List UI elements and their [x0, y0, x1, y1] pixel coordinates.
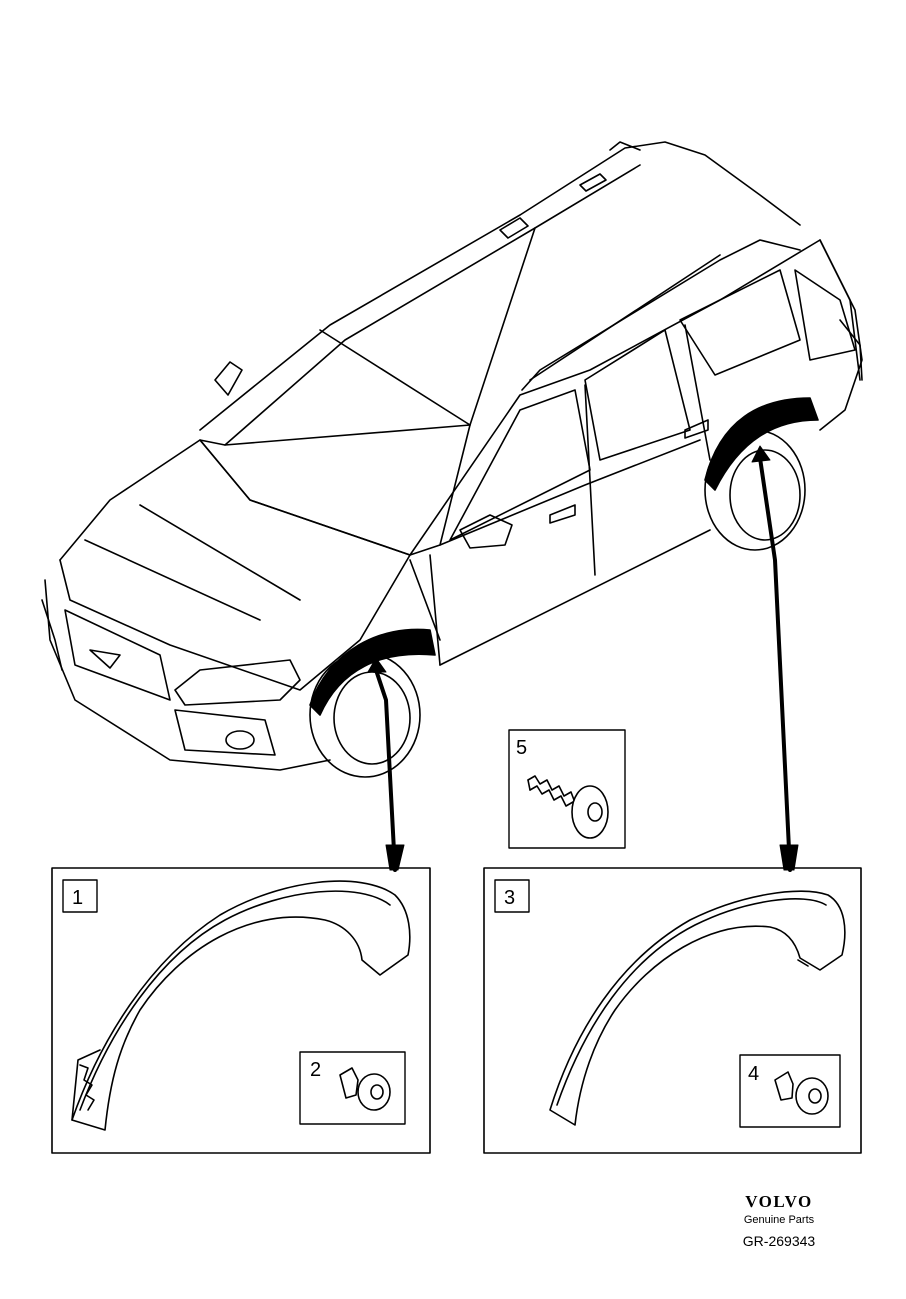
callout-box-1	[62, 879, 98, 913]
rear-arch-panel	[483, 867, 862, 1154]
arrow-rear-arch	[751, 445, 799, 872]
clip-fastener-4	[774, 1071, 829, 1115]
car-illustration	[41, 141, 863, 778]
brand-tagline: Genuine Parts	[743, 1214, 815, 1226]
callout-label-3: 3	[504, 887, 515, 909]
arrow-front-arch	[367, 657, 405, 872]
callout-label-2: 2	[310, 1059, 321, 1081]
callout-label-5: 5	[516, 737, 527, 759]
callout-box-5	[508, 729, 626, 849]
callout-box-3	[494, 879, 530, 913]
rear-wheel-arch-moulding	[549, 890, 846, 1126]
callout-label-4: 4	[748, 1063, 759, 1085]
front-arch-panel	[51, 867, 431, 1154]
callout-box-2	[299, 1051, 406, 1125]
diagram-reference-code: GR-269343	[742, 1233, 816, 1249]
callout-box-4	[739, 1054, 841, 1128]
clip-fastener-2	[339, 1067, 391, 1111]
torx-screw-5	[527, 775, 609, 839]
front-wheel-arch-moulding	[71, 880, 411, 1131]
volvo-logo: VOLVO	[745, 1192, 813, 1211]
callout-label-1: 1	[72, 887, 83, 909]
